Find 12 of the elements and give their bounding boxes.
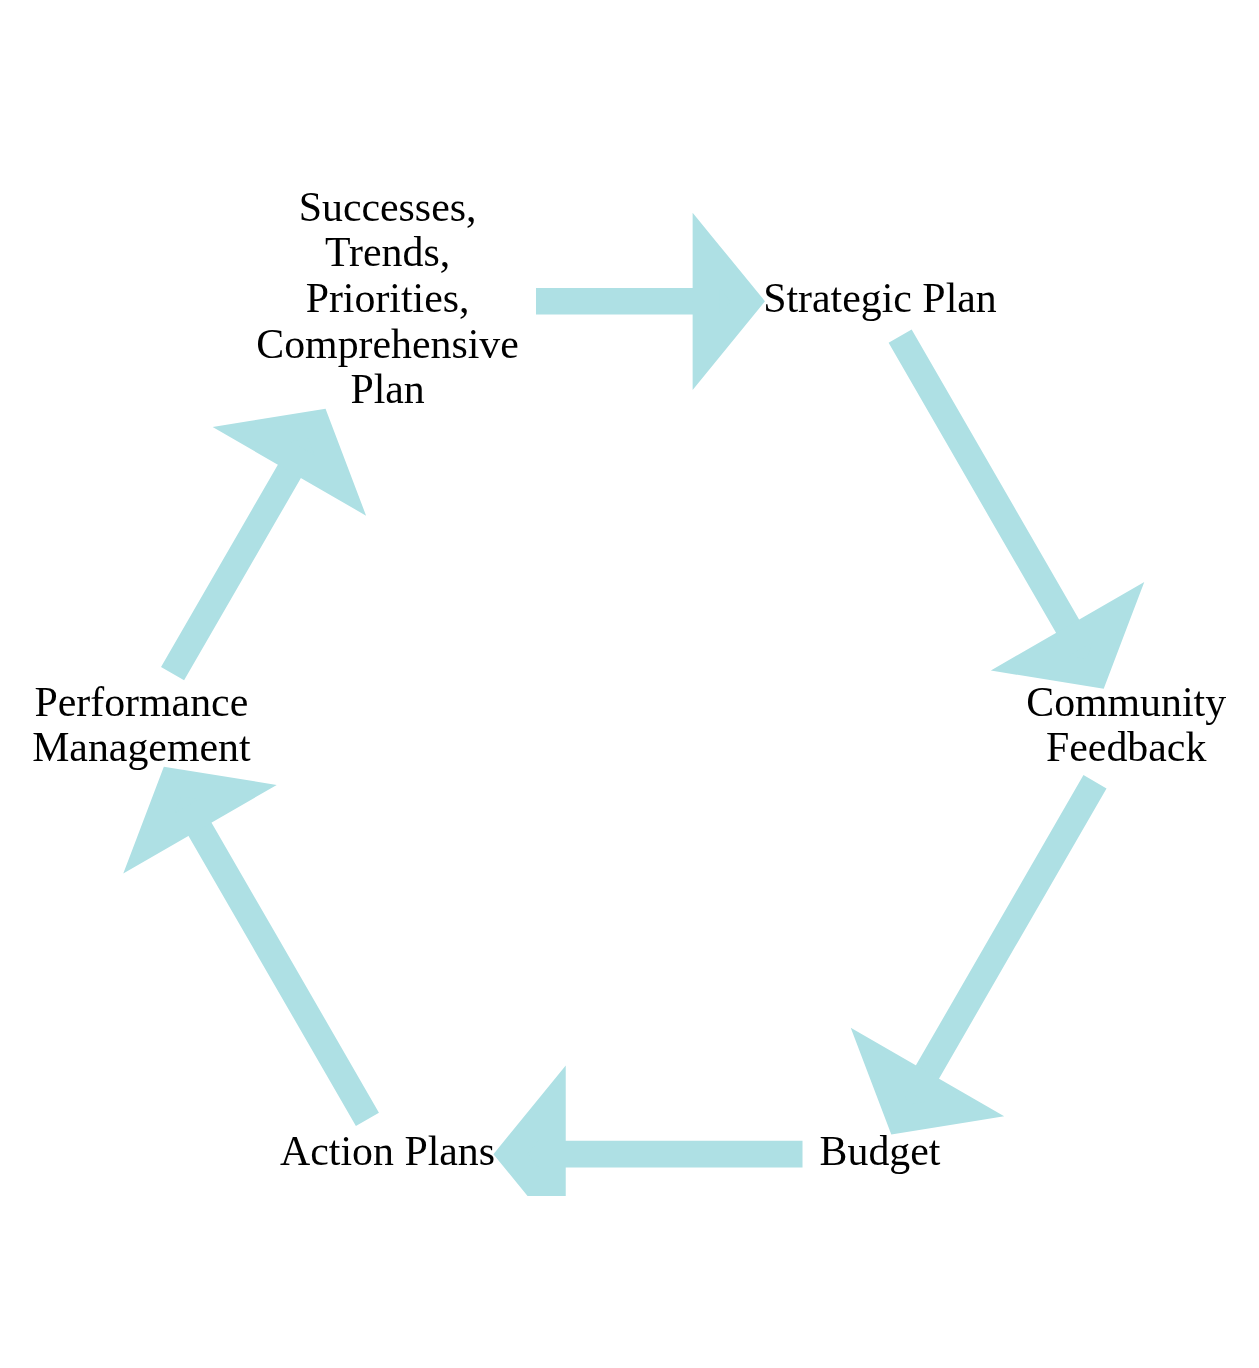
arrow — [888, 329, 1145, 689]
arrow — [850, 775, 1107, 1135]
node-text: Successes, Trends, Priorities, Comprehensive Plan — [256, 183, 519, 413]
node-text: Performance Management — [32, 678, 251, 771]
arrow — [493, 1065, 803, 1196]
node-text: Strategic Plan — [763, 274, 997, 321]
arrow — [536, 212, 765, 390]
arrow — [161, 408, 367, 681]
node-text: Budget — [819, 1127, 941, 1174]
node-text: Action Plans — [280, 1127, 496, 1174]
node-text: Community Feedback — [1026, 678, 1227, 771]
arrow — [123, 766, 379, 1126]
